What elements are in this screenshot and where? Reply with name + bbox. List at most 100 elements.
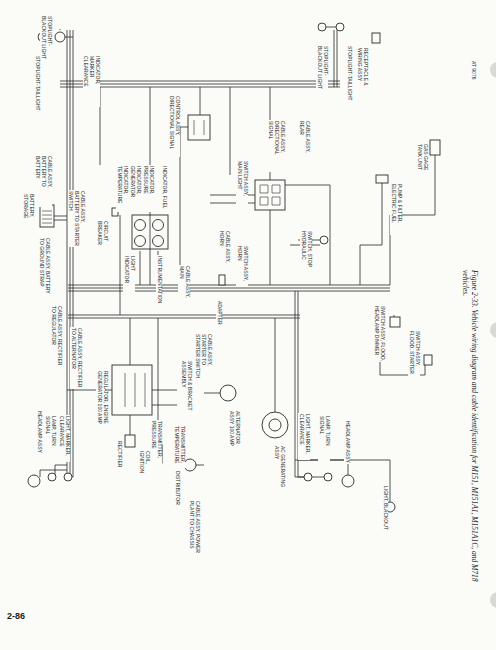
part-label: DISTRIBUTOR: [174, 470, 180, 506]
part-label: CONTROL ASSY, DIRECTIONAL SIGNAL: [169, 95, 181, 157]
part-label: AT 9076: [470, 60, 476, 80]
harness-wire: [60, 81, 340, 87]
component-symbol: [304, 473, 312, 481]
harness-wire: [67, 30, 73, 477]
component-symbol: [184, 459, 196, 471]
harness-wire: [334, 30, 337, 87]
part-label: CABLE ASSY, RECTIFIER TO ALTERNATOR: [71, 327, 83, 389]
terminal-detail: [125, 373, 145, 407]
part-label: LIGHT, MARKER, CLEARANCE: [299, 413, 311, 460]
part-label: BATTERY, STORAGE: [23, 193, 35, 235]
part-label: REGULATOR, ENGINE GENERATOR 100 AMP: [97, 370, 109, 427]
harness-wire: [295, 460, 390, 503]
harness-wire: [68, 285, 390, 291]
part-label: INSTRUMENTATION: [156, 255, 162, 302]
component-symbol: [262, 412, 288, 438]
part-label: TRANSMITTER, PRESSURE: [151, 420, 163, 467]
part-label: GAS GAGE TANK UNIT: [417, 143, 429, 185]
part-label: LAMP, TURN SIGNAL: [45, 415, 57, 462]
harness-wire: [60, 27, 337, 37]
component-symbol: [318, 23, 326, 31]
component-symbol: [220, 385, 236, 401]
part-label: CABLE ASSY, REAR: [299, 120, 311, 162]
part-label: TRANSMITTER, TEMPERATURE: [174, 425, 186, 472]
component-symbol: [153, 236, 164, 247]
component-symbol: [28, 475, 40, 487]
component-symbol: [188, 115, 210, 140]
component-symbol: [112, 365, 152, 415]
part-label: STOPLIGHT-TAILLIGHT: [34, 55, 40, 112]
component-symbol: [376, 175, 388, 183]
terminal-detail: [42, 120, 280, 407]
part-label: INDICATOR, PRESSURE: [143, 165, 155, 212]
rotated-diagram: STOPLIGHT-BLACKOUT LIGHTSTOPLIGHT-TAILLI…: [15, 15, 480, 615]
part-label: CABLE ASSY, RECTIFIER TO REGULATOR: [51, 305, 63, 367]
part-label: CABLE ASSY, BATTERY TO BATTERY: [35, 155, 52, 207]
harness-wire: [40, 27, 435, 503]
component-symbol: [135, 236, 146, 247]
part-label: COIL, IGNITION: [139, 450, 151, 487]
part-label: INDICATOR, MARKER CLEARANCE: [83, 55, 100, 107]
part-label: LIGHT, BLACKOUT: [382, 485, 388, 531]
part-label: CABLE ASSY, HORN: [219, 230, 231, 272]
part-label: LAMP, TURN SIGNAL: [319, 415, 331, 462]
part-label: INDICATOR, GENERATOR: [130, 165, 142, 212]
component-symbol: [320, 236, 328, 244]
part-label: PUMP & FILTER, ELECTRIC FUEL: [391, 183, 403, 235]
part-label: CABLE ASSY, BATTERY TO STARTER SWITCH: [68, 190, 85, 247]
part-label: STOPLIGHT-BLACKOUT LIGHT: [317, 45, 329, 93]
component-symbol: [424, 355, 432, 365]
part-label: CABLE ASSY, POWER PLANT TO CHASSIS: [189, 500, 201, 562]
terminal-detail: [42, 211, 52, 223]
component-symbol: [390, 317, 400, 327]
punch-hole: [490, 62, 496, 608]
figure-caption: Figure 2-33. Vehicle wiring diagram and …: [461, 270, 479, 605]
component-symbol: [28, 23, 440, 512]
part-label: ALTERNATOR ASSY 100 AMP: [229, 410, 241, 457]
component-symbol: [342, 475, 354, 487]
part-label: LIGHT, MARKER, CLEARANCE: [59, 415, 71, 462]
component-symbol: [219, 275, 225, 285]
terminal-detail: [260, 185, 280, 205]
part-label: AC GENERATING ASSY: [274, 445, 286, 492]
component-symbol: [125, 435, 135, 447]
part-label: SWITCH & BRACKET ASSEMBLY: [181, 360, 193, 412]
part-label: CABLE ASSY, BATTERY TO GROUND STRAP: [39, 237, 51, 297]
component-symbol: [135, 220, 146, 231]
punch-hole: [490, 62, 496, 78]
part-label: INDICATOR, FUEL: [161, 165, 167, 210]
part-label: SWITCH ASSY, HORN: [237, 245, 249, 287]
part-label: HEADLAMP ASSY: [344, 420, 350, 464]
component-symbol: [255, 180, 285, 210]
part-label: INDICATOR, TEMPERATURE: [117, 165, 129, 212]
part-label: SWITCH ASSY, MAIN LIGHT: [237, 160, 249, 207]
part-label: CABLE ASSY, MAIN: [179, 265, 191, 302]
component-symbol: [269, 419, 281, 431]
component-symbol: [372, 33, 380, 43]
part-label: CIRCUIT BREAKER: [97, 220, 109, 262]
component-symbol: [430, 140, 440, 155]
harness-wire: [120, 215, 158, 315]
part-label: STOPLIGHT-BLACKOUT LIGHT: [41, 15, 53, 63]
part-label: CABLE ASSY, DIRECTIONAL SIGNAL: [268, 120, 285, 172]
component-symbol: [64, 473, 72, 481]
part-label: LIGHT INDICATOR: [124, 255, 136, 297]
part-label: HEADLAMP ASSY: [36, 410, 42, 454]
part-label: RECTIFIER: [116, 440, 122, 468]
part-label: SWITCH ASSY, FLOOD, HEADLAMP DIMMER: [374, 305, 386, 362]
punch-hole: [490, 592, 496, 608]
part-label: SWITCH ASSY, FLOOD, STARTER: [409, 330, 421, 382]
component-symbol: [153, 220, 164, 231]
component-symbol: [48, 473, 56, 481]
harness-wire: [54, 216, 67, 220]
component-symbol: [40, 205, 54, 227]
part-label: RECEPTACLE & WIRING ASSY: [357, 47, 369, 99]
punch-hole: [490, 322, 496, 338]
component-symbol: [132, 215, 168, 249]
component-symbol: [336, 23, 344, 31]
terminal-detail: [194, 120, 204, 135]
part-label: ADAPTER: [216, 300, 222, 326]
page-number: 2-86: [6, 612, 26, 622]
harness-wire: [68, 315, 300, 318]
